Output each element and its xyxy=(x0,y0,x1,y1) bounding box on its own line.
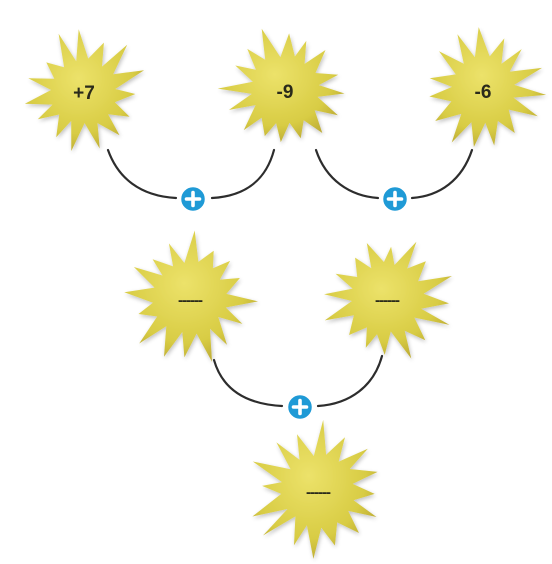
connector-top-left-to-op1 xyxy=(106,148,178,200)
connector-top-right-to-op2 xyxy=(410,148,474,200)
plus-circle-icon xyxy=(178,184,208,214)
star-labels: +7 -9 -6 ------ ------ ------ xyxy=(73,82,491,501)
connector-top-middle-to-op1 xyxy=(210,148,276,200)
star-label-middle-left: ------ xyxy=(178,292,203,309)
star-bottom xyxy=(252,419,378,559)
star-top-middle xyxy=(217,28,345,143)
plus-circle-icon xyxy=(285,392,315,422)
star-bursts xyxy=(24,27,547,559)
star-label-top-left: +7 xyxy=(73,83,95,104)
connector-mid-right-to-op3 xyxy=(316,354,384,408)
star-top-left xyxy=(24,29,145,151)
plus-circle-icon xyxy=(380,184,410,214)
connector-lines xyxy=(106,148,474,408)
connector-top-middle-to-op2 xyxy=(314,148,380,200)
connector-mid-left-to-op3 xyxy=(212,358,284,408)
star-label-top-right: -6 xyxy=(475,82,492,103)
star-top-right xyxy=(429,27,547,148)
star-label-middle-right: ------ xyxy=(375,292,400,309)
star-middle-right xyxy=(324,241,452,359)
star-label-bottom: ------ xyxy=(306,484,331,501)
star-middle-left xyxy=(124,230,258,362)
star-label-top-middle: -9 xyxy=(277,82,294,103)
